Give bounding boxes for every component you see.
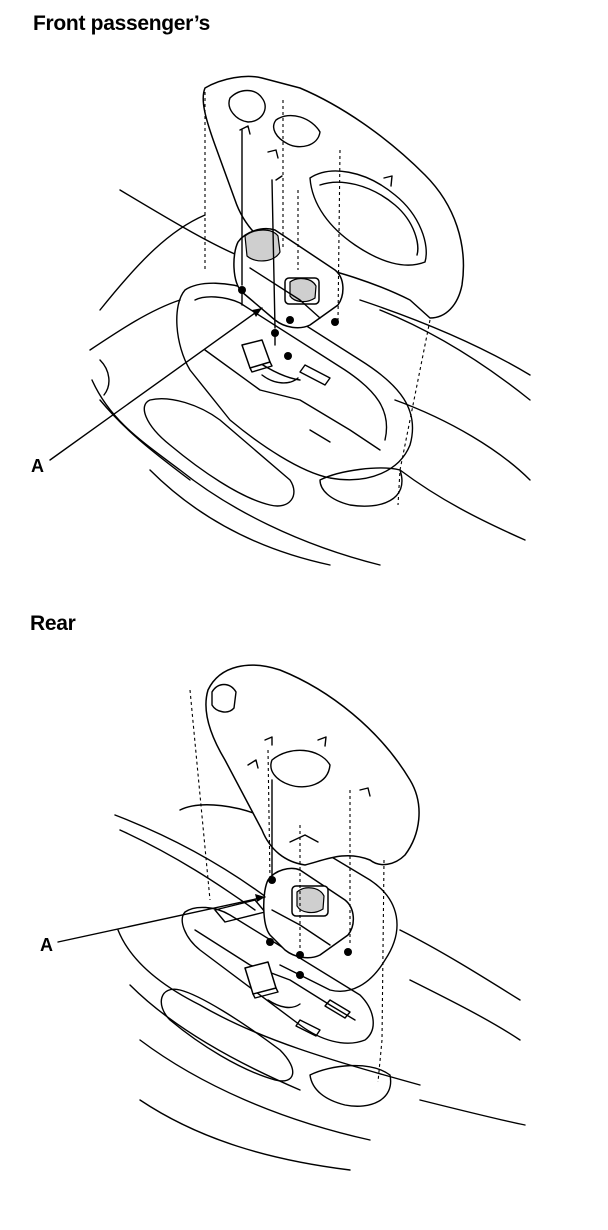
front-door-trim-panel xyxy=(89,189,531,566)
rear-door-trim-panel xyxy=(114,814,526,1171)
rear-connector xyxy=(244,961,301,1009)
rear-title: Rear xyxy=(30,612,76,635)
front-passenger-title: Front passenger’s xyxy=(33,12,210,35)
front-callout-a-leader xyxy=(49,307,263,461)
front-window-switch-assembly xyxy=(233,228,344,360)
rear-window-switch-assembly xyxy=(263,867,354,979)
rear-callout-a-label: A xyxy=(40,935,53,955)
front-callout-a-label: A xyxy=(31,456,44,476)
front-window-switch-cover xyxy=(202,75,465,319)
rear-assembly-guide-lines xyxy=(189,689,385,1083)
rear-armrest-base xyxy=(160,804,398,1082)
front-assembly-guide-lines xyxy=(204,92,431,506)
front-connector xyxy=(241,339,299,384)
rear-window-switch-cover xyxy=(205,664,420,866)
rear-callout-a-leader xyxy=(57,894,266,943)
